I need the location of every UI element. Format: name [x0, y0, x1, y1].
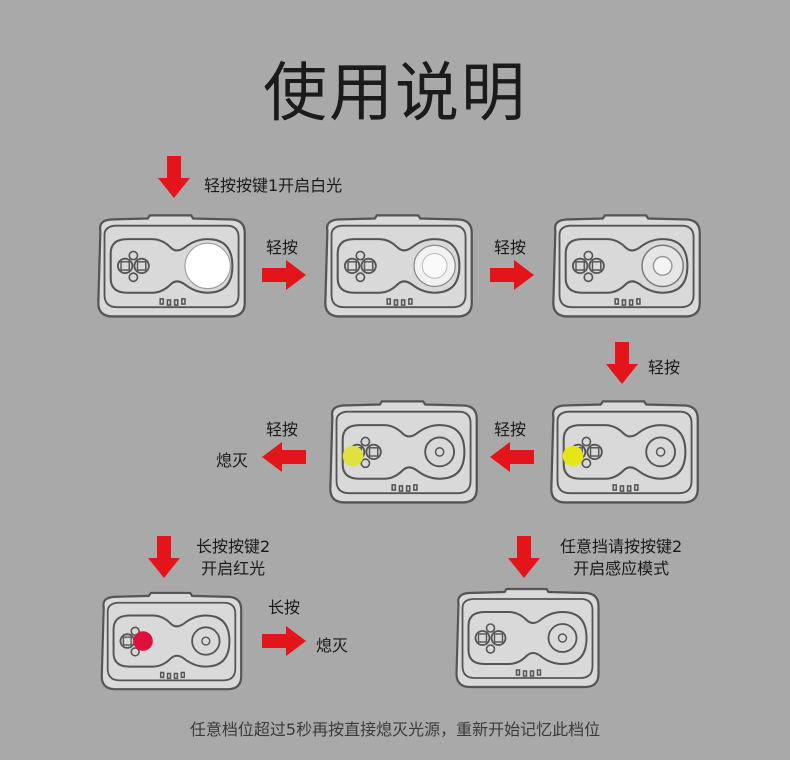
left-arrow-icon — [490, 442, 534, 472]
device-yellow-low — [320, 398, 485, 512]
right-arrow-icon — [262, 626, 306, 656]
right-arrow-icon — [490, 260, 534, 290]
red-light-line2: 开启红光 — [201, 559, 266, 578]
press-label-1: 轻按 — [266, 238, 299, 257]
off-label-1: 熄灭 — [216, 451, 249, 470]
device-white-low — [543, 212, 708, 326]
device-white-medium — [315, 212, 480, 326]
off-label-2: 熄灭 — [316, 636, 349, 655]
sensor-line1: 任意挡请按按键2 — [560, 537, 683, 556]
sensor-line2: 开启感应模式 — [573, 559, 670, 578]
device-white-bright — [88, 212, 253, 326]
long-press-label: 长按 — [268, 598, 301, 617]
device-sensor-mode — [444, 586, 609, 696]
right-arrow-icon — [262, 260, 306, 290]
down-arrow-icon — [508, 536, 540, 578]
press-label-4: 轻按 — [494, 420, 527, 439]
footer-note: 任意档位超过5秒再按直接熄灭光源，重新开始记忆此档位 — [189, 720, 601, 739]
left-arrow-icon — [262, 442, 306, 472]
device-red-light — [88, 590, 253, 698]
press-label-3: 轻按 — [648, 358, 681, 377]
down-arrow-icon — [158, 156, 190, 198]
page-title: 使用说明 — [263, 57, 527, 131]
press-label-2: 轻按 — [494, 238, 527, 257]
down-arrow-icon — [606, 342, 638, 384]
device-yellow-bright — [541, 398, 706, 512]
down-arrow-icon — [148, 536, 180, 578]
red-light-line1: 长按按键2 — [196, 537, 271, 556]
press-label-5: 轻按 — [266, 420, 299, 439]
step1-label: 轻按按键1开启白光 — [204, 176, 343, 195]
